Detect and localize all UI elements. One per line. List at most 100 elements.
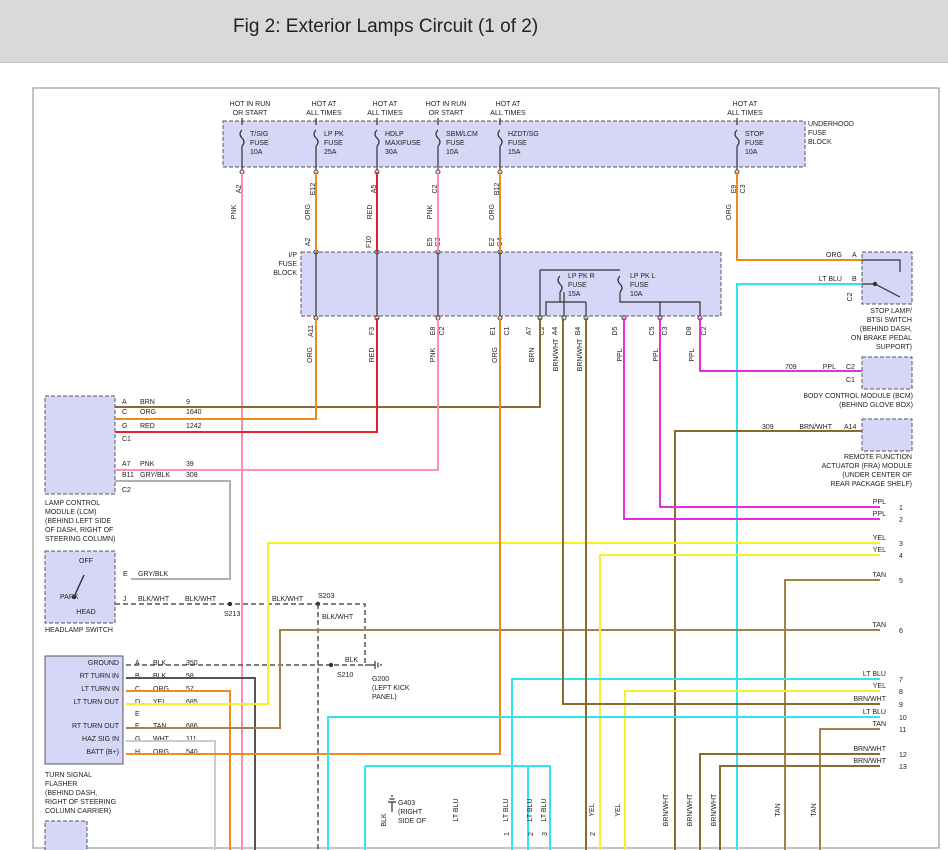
right-wire-color: BRN/WHT (853, 746, 886, 753)
flasher-terminal-name: GROUND (88, 660, 119, 667)
lcm-circuit-number: 1242 (186, 423, 202, 430)
bottom-wire-color-label: LT BLU (453, 798, 460, 821)
wire-org-ltturnin (126, 690, 231, 850)
wire-brnwht-13 (719, 765, 880, 850)
bottom-wire-number: 1 (504, 832, 511, 836)
lcm-pin-label: A (122, 399, 127, 406)
right-wire-color: BRN/WHT (853, 758, 886, 765)
right-wire-number: 6 (899, 628, 903, 635)
underhood-pin-label: E9 (731, 185, 738, 194)
wire-pnk-lcm (115, 318, 439, 471)
fuse-type: FUSE (250, 140, 269, 147)
ground-g403-symbol (388, 795, 396, 812)
fuse-type: FUSE (508, 140, 527, 147)
right-wire-number: 11 (899, 727, 906, 734)
wire-ltblu-10 (327, 716, 880, 850)
right-wire-number: 5 (899, 578, 903, 585)
fuse-symbol (497, 129, 503, 147)
ip-top-pin-label: E2 (489, 238, 496, 247)
ip-bottom-pin-label: A11 (308, 325, 315, 337)
right-wire-color: LT BLU (863, 671, 886, 678)
wire-color-label: PNK (427, 204, 434, 219)
fuse-rating: 15A (508, 149, 521, 156)
wire-ltblu-g403 (365, 765, 551, 850)
right-wire-color: TAN (873, 622, 886, 629)
ip-block-label-1: I/P (288, 252, 297, 259)
flasher-pin-label: F (135, 723, 139, 730)
bcm-connector: C1 (846, 377, 855, 384)
flasher-circuit-number: 58 (186, 673, 194, 680)
stop-switch-label-3: (BEHIND DASH, (860, 326, 912, 333)
headlamp-pin-e-color: GRY/BLK (138, 571, 169, 578)
flasher-pin-label: H (135, 749, 140, 756)
ip-bottom-pin-label: B4 (575, 327, 582, 336)
lcm-label-line: MODULE (LCM) (45, 509, 96, 516)
fuse-name: LP PK (324, 131, 344, 138)
flasher-label-line: RIGHT OF STEERING (45, 799, 116, 806)
flasher-wire-color: TAN (153, 723, 166, 730)
wire-color-label: BRN/WHT (553, 338, 560, 371)
right-wire-number: 10 (899, 715, 907, 722)
ground-g403-label-line: (RIGHT (398, 809, 423, 816)
ip-bottom-pin-label: C2 (701, 326, 708, 335)
fuse-symbol (374, 129, 380, 147)
fuse-symbol (734, 129, 740, 147)
flasher-pin-label: C (135, 686, 140, 693)
ip-fuse-block (300, 251, 722, 317)
headlamp-park-label: PARK (60, 594, 79, 601)
underhood-pin-label: C3 (740, 184, 747, 193)
ip-bottom-pin-label: E1 (490, 327, 497, 336)
bcm-module (861, 356, 913, 390)
lcm-wire-color: ORG (140, 409, 156, 416)
flasher-circuit-number: 540 (186, 749, 198, 756)
fuse-type: FUSE (745, 140, 764, 147)
bottom-wire-color-label: LT BLU (541, 798, 548, 821)
ip-fuse-rating: 15A (568, 291, 581, 298)
flasher-circuit-number: 685 (186, 699, 198, 706)
stop-switch-label-2: BTSI SWITCH (867, 317, 912, 324)
ip-bottom-pin-label: F3 (369, 327, 376, 335)
right-wire-number: 1 (899, 505, 903, 512)
stop-switch-connector: C2 (847, 292, 854, 301)
underhood-pin-label: E12 (310, 183, 317, 196)
right-wire-color: BRN/WHT (853, 696, 886, 703)
ip-fuse-name: LP PK R (568, 273, 595, 280)
flasher-pin-label: G (135, 736, 140, 743)
wire-color-label: RED (369, 348, 376, 363)
headlamp-switch-pivot (71, 594, 77, 600)
wire-gry-lcm (115, 480, 231, 580)
underhood-pin-label: B12 (494, 183, 501, 196)
bottom-module-stub (44, 820, 88, 850)
supply-label-line2: ALL TIMES (367, 110, 403, 117)
fuse-rating: 30A (385, 149, 398, 156)
headlamp-pin-j: J (123, 596, 127, 603)
ip-bottom-pin-label: D8 (686, 326, 693, 335)
flasher-wire-color: BLK (153, 660, 167, 667)
splice-s213-label: S213 (224, 611, 240, 618)
bottom-wire-color-label: LT BLU (527, 798, 534, 821)
right-wire-number: 13 (899, 764, 907, 771)
ip-fuse-rating: 10A (630, 291, 643, 298)
wire-ppl-2 (623, 318, 880, 520)
right-wire-number: 3 (899, 541, 903, 548)
bottom-wire-color-label: YEL (615, 803, 622, 816)
bcm-pin: C2 (846, 364, 855, 371)
bottom-wire-color-label: TAN (775, 803, 782, 816)
lcm-label-line: OF DASH, RIGHT OF (45, 527, 113, 534)
wire-blk-rtturnin (126, 677, 256, 850)
lcm-circuit-number: 39 (186, 461, 194, 468)
supply-label-line2: ALL TIMES (306, 110, 342, 117)
fra-label-1: REMOTE FUNCTION (844, 454, 912, 461)
splice-s210-label: S210 (337, 672, 353, 679)
fuse-rating: 10A (250, 149, 263, 156)
ip-bottom-pin-label: C3 (662, 326, 669, 335)
bottom-wire-color-label: YEL (589, 803, 596, 816)
wire-color-label: PPL (617, 348, 624, 361)
wire-color-label: BRN/WHT (577, 338, 584, 371)
flasher-pin-label: A (135, 660, 140, 667)
ip-fuse-type: FUSE (568, 282, 587, 289)
fuse-type: FUSE (324, 140, 343, 147)
supply-label-line2: OR START (233, 110, 268, 117)
flasher-wire-color: BLK (153, 673, 167, 680)
right-wire-number: 7 (899, 677, 903, 684)
